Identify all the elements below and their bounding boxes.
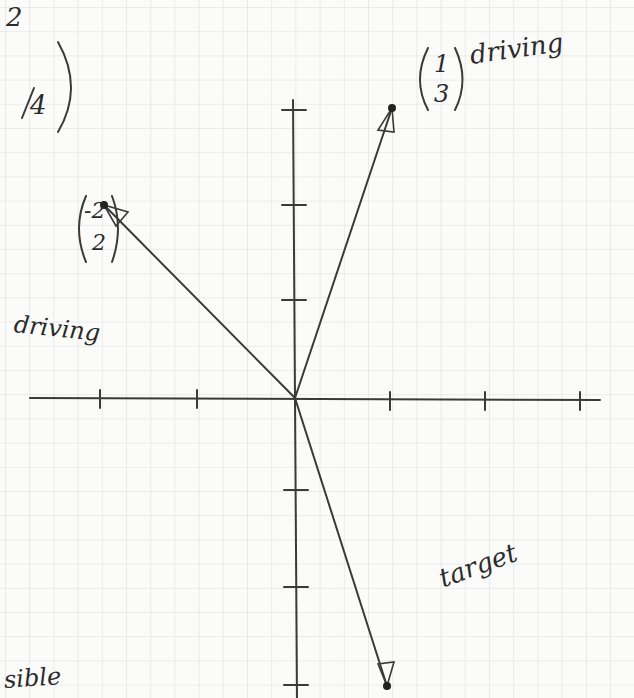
- vector-entry: 2: [92, 232, 106, 254]
- cropped-vector-entry: 4: [30, 92, 47, 118]
- vector-entry: 1: [434, 52, 449, 76]
- cropped-vector-entry: 2: [6, 4, 23, 30]
- cropped-note: sible: [3, 664, 62, 692]
- vector-entry: -2: [84, 200, 105, 222]
- vector-entry: 3: [434, 82, 449, 106]
